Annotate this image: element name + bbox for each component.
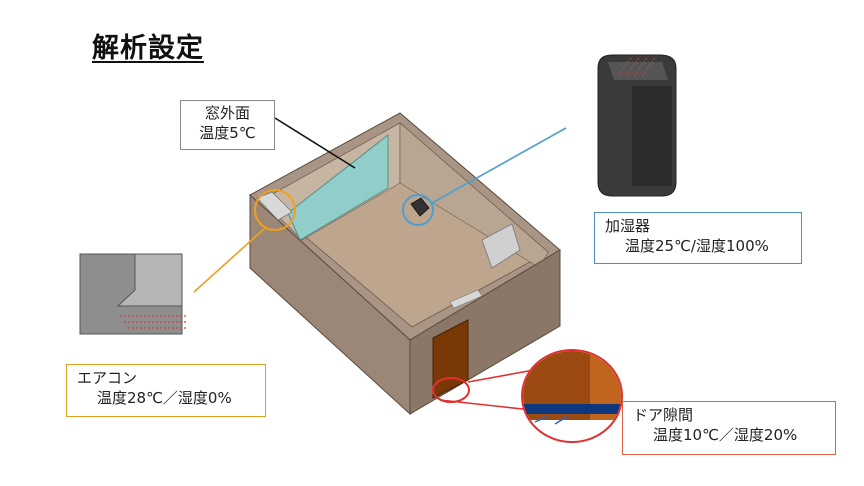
humidifier-condition: 温度25℃/湿度100%	[625, 237, 769, 255]
floor-vent	[449, 289, 483, 309]
room-model	[249, 112, 561, 416]
humidifier-label: 加湿器	[605, 217, 651, 235]
window-glass	[287, 133, 389, 241]
aircon-callout-circle	[254, 189, 296, 231]
door-gap-condition: 温度10℃／湿度20%	[653, 426, 798, 444]
door-gap-detail	[521, 349, 623, 443]
aircon-label: エアコン	[77, 369, 138, 387]
aircon-callout-line	[193, 227, 266, 293]
door-callout-line-2	[439, 399, 533, 411]
aircon-unit	[256, 191, 293, 221]
room-humidifier	[410, 197, 430, 217]
humidifier-callout-line	[431, 127, 567, 204]
door-gap-label-box: ドア隙間 温度10℃／湿度20%	[622, 401, 836, 455]
window-condition: 温度5℃	[199, 124, 256, 142]
humidifier-callout-circle	[402, 194, 434, 226]
humidifier-label-box: 加湿器 温度25℃/湿度100%	[594, 212, 802, 264]
window-callout-line	[274, 117, 356, 169]
door-gap-label: ドア隙間	[633, 406, 694, 424]
aircon-label-box: エアコン 温度28℃／湿度0%	[66, 364, 266, 417]
window-label: 窓外面	[204, 104, 250, 122]
window-label-box: 窓外面 温度5℃	[180, 100, 275, 150]
humidifier-detail	[597, 54, 677, 197]
page-title: 解析設定	[92, 33, 204, 64]
room-fixture	[481, 223, 521, 269]
aircon-detail	[79, 253, 186, 335]
aircon-condition: 温度28℃／湿度0%	[97, 389, 232, 407]
